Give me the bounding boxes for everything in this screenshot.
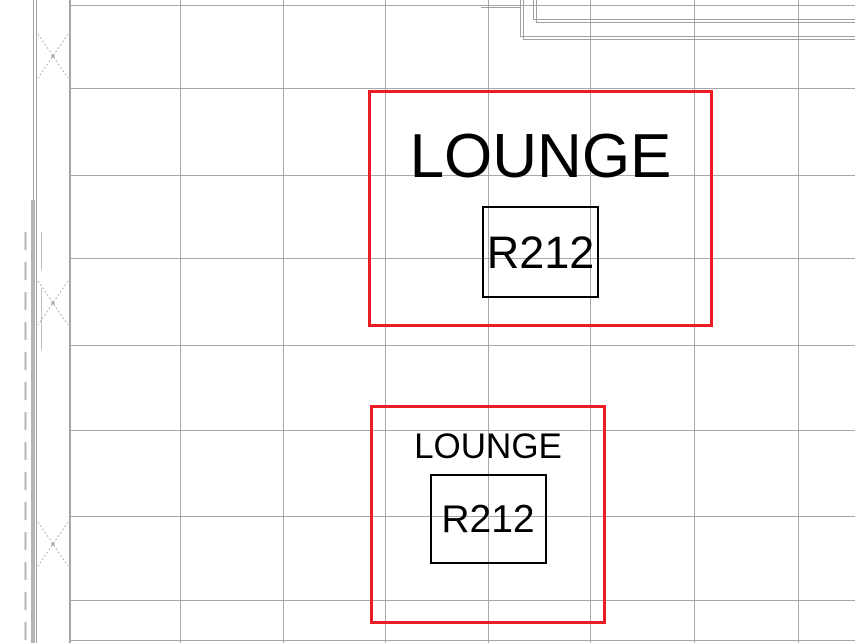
top-right-wall-corner	[481, 0, 855, 40]
selection-highlight-1[interactable]	[368, 90, 713, 327]
selection-highlight-2[interactable]	[370, 405, 606, 624]
room-number-label: R212	[486, 226, 595, 278]
room-number-box[interactable]: R212	[429, 474, 547, 564]
x-brace-lower	[37, 280, 69, 326]
x-brace-bottom	[37, 521, 69, 567]
x-brace-upper	[37, 33, 69, 79]
room-tag-lounge-small[interactable]: LOUNGE R212	[370, 405, 606, 624]
left-exterior-wall	[24, 0, 70, 643]
room-name-label: LOUNGE	[409, 122, 672, 191]
room-tag-lounge-large[interactable]: LOUNGE R212	[368, 90, 713, 327]
room-number-box[interactable]: R212	[482, 206, 599, 298]
grid-lines-vertical	[70, 0, 799, 643]
room-name-label: LOUNGE	[414, 427, 562, 466]
grid-lines-horizontal	[70, 5, 855, 641]
room-number-label: R212	[441, 497, 535, 541]
